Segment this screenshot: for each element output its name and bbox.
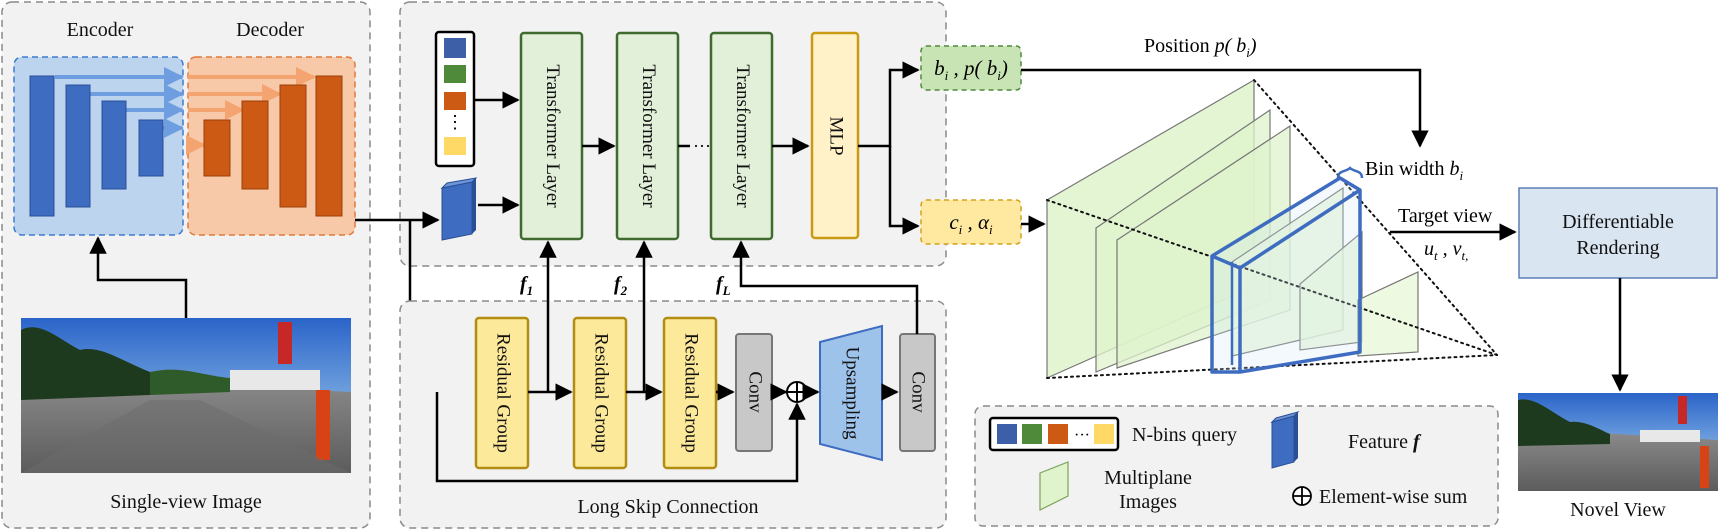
legend-query-label: N-bins query: [1132, 424, 1237, 446]
coef-output-label: ci , αi: [949, 210, 993, 237]
mlp-label: MLP: [826, 116, 847, 155]
legend-mpi-icon: [1039, 461, 1069, 511]
query-blue: [444, 38, 466, 58]
feature-cube: [440, 177, 478, 241]
target-view-label: Target view: [1398, 205, 1493, 227]
position-label: Position p( bi): [1144, 35, 1257, 60]
upsampling-label: Upsampling: [842, 347, 863, 440]
residual-group-2-label: Residual Group: [591, 333, 612, 453]
transformer-layer-3: [709, 31, 774, 241]
decoder-layer-2: [241, 100, 269, 190]
legend-sum-icon: [1292, 486, 1312, 506]
residual-group-3-label: Residual Group: [681, 333, 702, 453]
residual-group-1-label: Residual Group: [493, 333, 514, 453]
transformer-layer-3-label: Transformer Layer: [732, 64, 753, 208]
long-skip-arrow: [435, 392, 806, 483]
bin-width-label: Bin width bi: [1365, 158, 1463, 183]
encoder-decoder-panel: Encoder Decoder: [1, 1, 371, 529]
encoder-skip-arrows: [55, 67, 184, 138]
encoder-layer-3: [101, 100, 127, 190]
transformer-panel: ⋮ Transformer Layer Transformer Layer Tr…: [399, 1, 1022, 267]
query-orange: [444, 92, 466, 110]
bins-output-label: bi , p( bi): [934, 56, 1008, 83]
decoder-skip-arrows: [186, 67, 316, 155]
bin-highlight: [1210, 176, 1362, 374]
legend-feature-icon: [1270, 411, 1300, 469]
long-skip-caption: Long Skip Connection: [577, 496, 758, 518]
transformer-layer-2: [615, 31, 680, 241]
query-green: [444, 65, 466, 83]
conv-block-2-label: Conv: [908, 371, 929, 413]
legend-feature-label: Feature f: [1348, 431, 1422, 453]
novel-view-caption: Novel View: [1570, 499, 1666, 521]
legend-query-dots: ···: [1074, 427, 1090, 444]
decoder-layer-3: [279, 84, 307, 208]
decoder-layer-1: [203, 119, 231, 177]
mpi-visualization: Position p( bi) Bin width bi: [1021, 35, 1498, 379]
position-arrow: [1021, 68, 1429, 148]
transformer-layer-2-label: Transformer Layer: [638, 64, 659, 208]
rendering-line-1: Differentiable: [1562, 211, 1674, 233]
query-ellipsis: ⋮: [446, 112, 464, 132]
legend-mpi-line-2: Images: [1119, 491, 1177, 513]
element-wise-sum-node: [786, 381, 808, 403]
bins-output-box: [920, 45, 1022, 91]
encoder-box: [13, 56, 184, 236]
conv-block-1-label: Conv: [745, 371, 766, 413]
decoder-layer-4: [315, 75, 343, 217]
fL-label: fL: [716, 273, 731, 298]
query-yellow: [444, 137, 466, 155]
fL-arrow: [732, 240, 919, 334]
f1-label: f1: [520, 273, 533, 298]
differentiable-rendering-block: [1518, 187, 1718, 279]
coef-output-box: [920, 199, 1022, 245]
encoder-title: Encoder: [67, 19, 134, 41]
legend-sum-label: Element-wise sum: [1319, 486, 1468, 508]
legend-query-icon: ···: [988, 416, 1120, 452]
legend-mpi-line-1: Multiplane: [1104, 467, 1192, 489]
f2-label: f2: [614, 273, 628, 298]
query-stack: ⋮: [434, 30, 476, 168]
upsampling-block: [819, 324, 883, 462]
encoder-layer-1: [29, 75, 55, 217]
residual-panel: Residual Group Residual Group Residual G…: [399, 300, 947, 529]
encoder-layer-2: [65, 84, 91, 208]
encoder-layer-4: [138, 119, 164, 177]
rendering-line-2: Rendering: [1576, 237, 1659, 259]
legend-panel: ··· N-bins query Feature f Multiplane Im…: [974, 405, 1499, 527]
transformer-ellipsis: ···: [693, 136, 711, 156]
mpi-plane-6: [1357, 271, 1419, 357]
bin-width-brace: [1336, 166, 1364, 179]
decoder-title: Decoder: [236, 19, 304, 41]
input-image-caption: Single-view Image: [110, 491, 262, 513]
novel-view-image: [1518, 393, 1718, 491]
image-to-encoder-arrow: [89, 236, 188, 318]
input-image: [21, 318, 351, 473]
transformer-layer-1: [519, 31, 584, 241]
mlp-block: [810, 31, 860, 240]
target-uv-label: ut , vt,: [1424, 238, 1468, 263]
transformer-layer-1-label: Transformer Layer: [542, 64, 563, 208]
